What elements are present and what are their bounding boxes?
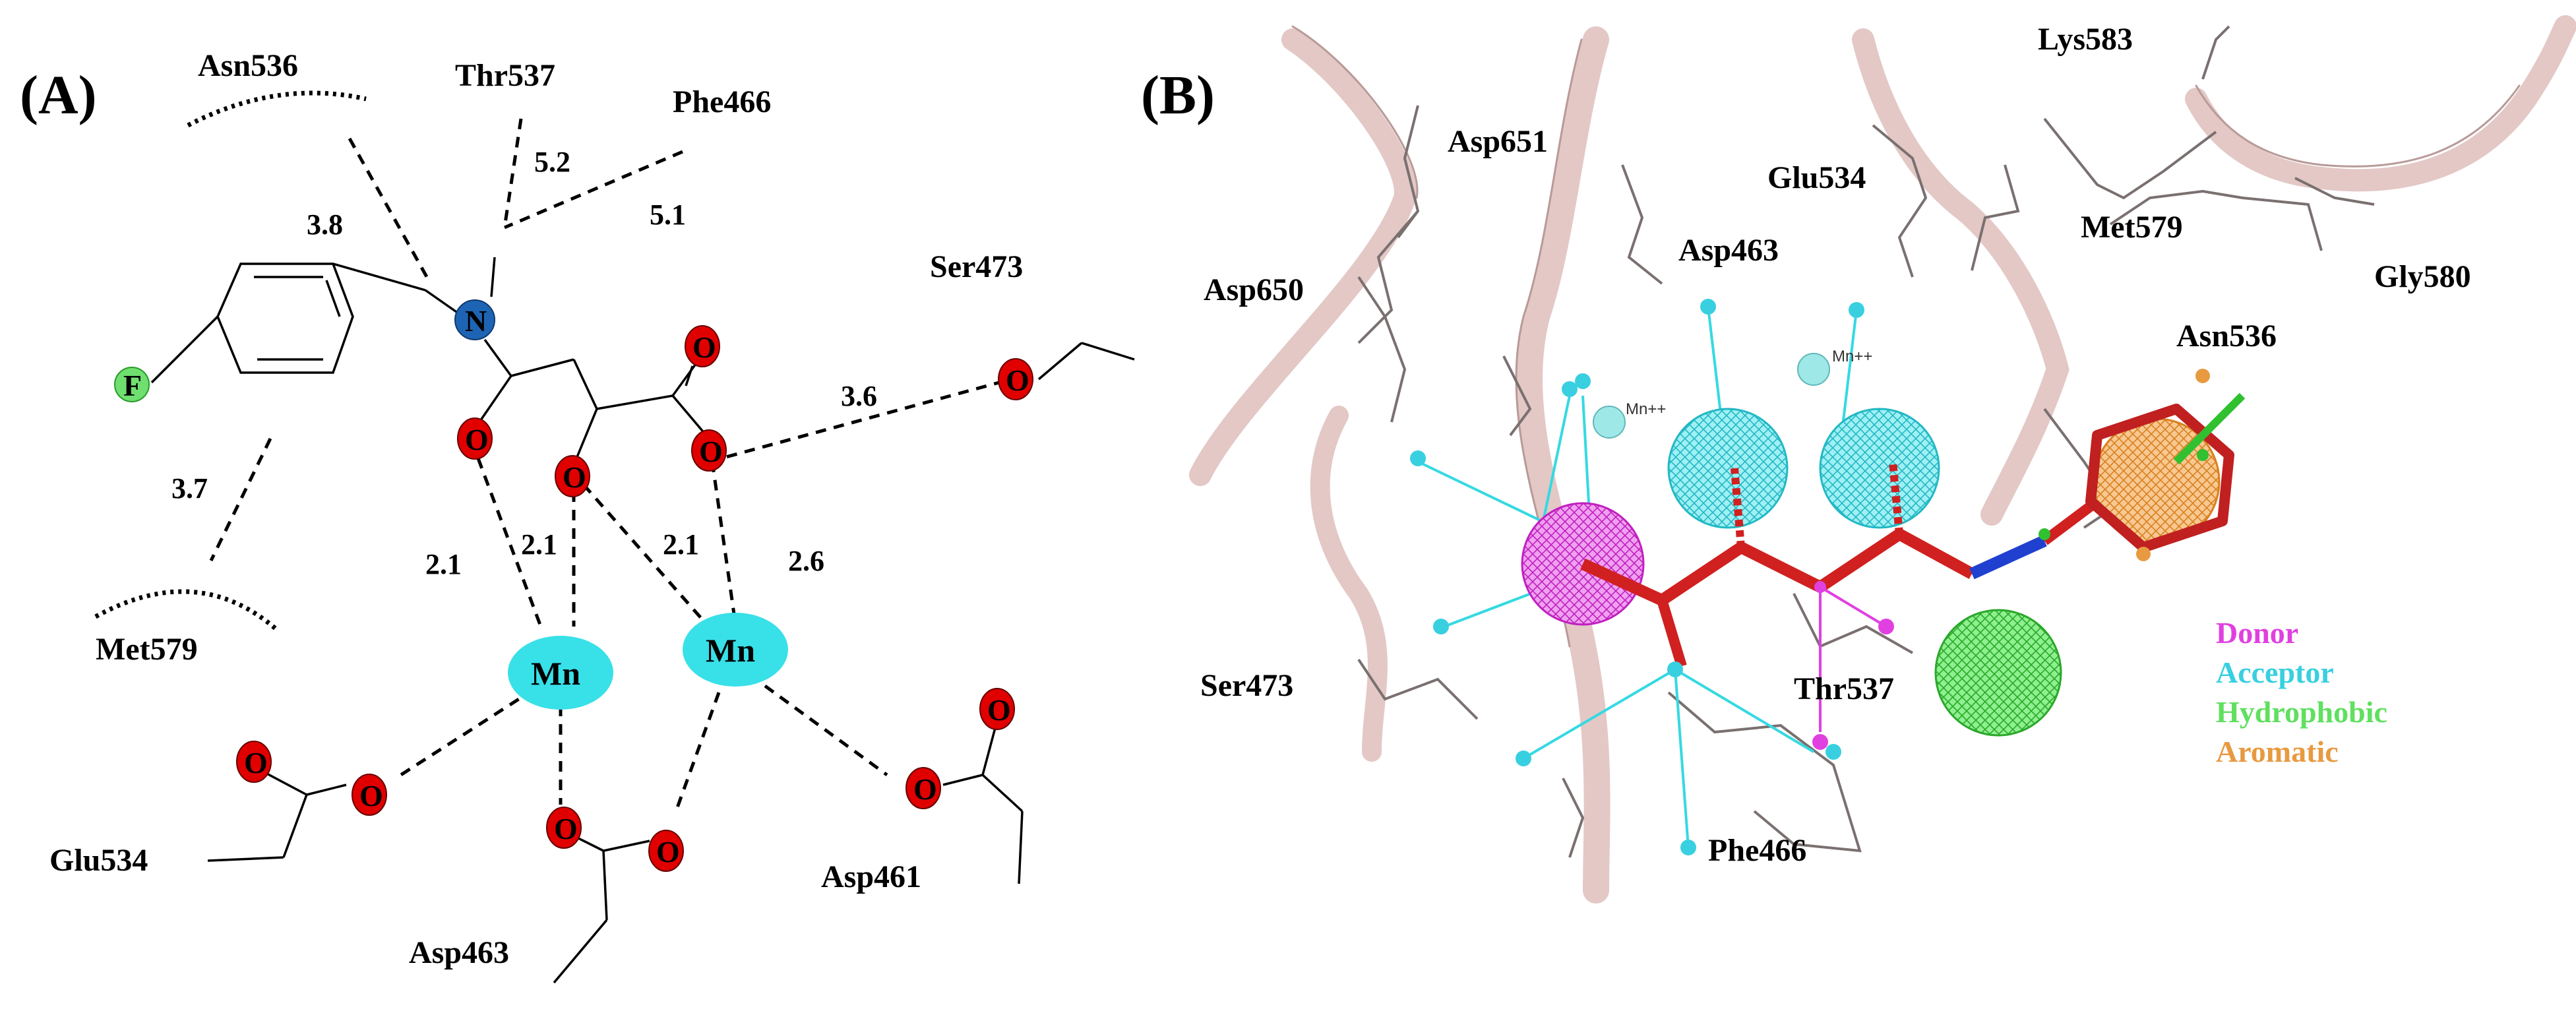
- fluorine-label: F: [123, 369, 142, 402]
- protein-ribbons: [1189, 15, 2576, 904]
- manganese-ion: Mn: [683, 613, 788, 687]
- distance-label: 2.1: [663, 528, 699, 561]
- oxygen-atom: O: [685, 325, 720, 367]
- atoms-a: F N O O O O O O O O O O O Mn: [114, 299, 1033, 872]
- oxygen-atom: O: [905, 767, 941, 809]
- svg-text:O: O: [1006, 363, 1029, 397]
- distance-label: 2.1: [425, 548, 462, 580]
- oxygen-atom: O: [352, 774, 387, 816]
- svg-text:O: O: [656, 835, 680, 869]
- residue-label-lys583: Lys583: [2038, 22, 2133, 57]
- oxygen-atom: O: [998, 358, 1033, 400]
- oxygen-atom: O: [979, 688, 1015, 730]
- oxygen-atom: O: [457, 417, 493, 460]
- oxygen-atoms: O O O O O O O O O O O: [236, 325, 1033, 872]
- residue-label-thr537: Thr537: [455, 58, 555, 93]
- svg-text:O: O: [987, 693, 1011, 727]
- residue-labels-b: Asp651 Asp650 Asp463 Glu534 Lys583 Met57…: [1200, 22, 2471, 868]
- oxygen-atom: O: [555, 455, 590, 497]
- oxygen-atom: O: [691, 429, 727, 472]
- panel-b: (B): [1141, 15, 2576, 904]
- residue-label-asp461: Asp461: [821, 859, 921, 894]
- legend-item-acceptor: Acceptor: [2216, 656, 2334, 689]
- distance-label: 5.1: [650, 199, 686, 231]
- svg-text:Mn++: Mn++: [1626, 400, 1666, 418]
- svg-text:O: O: [554, 812, 578, 846]
- residue-label-asn536: Asn536: [2176, 319, 2277, 354]
- distance-label: 3.8: [307, 208, 343, 241]
- residue-label-thr537: Thr537: [1794, 671, 1894, 706]
- legend-item-donor: Donor: [2216, 616, 2298, 650]
- residue-sidechains-a: [207, 725, 1024, 984]
- oxygen-atom: O: [648, 830, 684, 872]
- met579-contact-arc: [94, 589, 279, 632]
- panel-a: (A): [20, 48, 1135, 984]
- svg-text:O: O: [692, 330, 716, 364]
- svg-text:O: O: [913, 772, 937, 806]
- residue-label-gly580: Gly580: [2374, 259, 2471, 294]
- fluorine-atom: [114, 367, 150, 402]
- asn536-contact-arc: [187, 90, 367, 128]
- residue-label-asp651: Asp651: [1448, 124, 1548, 159]
- interaction-lines: [209, 118, 1000, 812]
- ligand-backbone: [474, 257, 1135, 466]
- residue-label-glu534: Glu534: [49, 843, 148, 878]
- residue-label-phe466: Phe466: [1708, 833, 1806, 868]
- legend-item-hydrophobic: Hydrophobic: [2216, 695, 2387, 729]
- hydrophobic-feature-sphere: [1934, 609, 2062, 737]
- residue-label-phe466: Phe466: [673, 84, 771, 119]
- svg-text:Mn++: Mn++: [1832, 348, 1872, 365]
- nitrogen-label: N: [465, 304, 487, 338]
- mn-ion: Mn++: [1593, 400, 1666, 439]
- distance-label: 2.6: [788, 545, 824, 577]
- residue-sticks: [1357, 25, 2375, 858]
- svg-text:O: O: [699, 435, 723, 468]
- acceptor-feature-sphere: [1819, 408, 1940, 529]
- ligand-sticks: [1580, 392, 2246, 732]
- residue-label-met579: Met579: [96, 632, 198, 667]
- distance-label: 2.1: [521, 528, 557, 561]
- residue-label-ser473: Ser473: [930, 249, 1023, 284]
- residue-label-glu534: Glu534: [1767, 160, 1866, 195]
- residue-label-asn536: Asn536: [198, 48, 298, 83]
- residue-label-asp650: Asp650: [1204, 272, 1304, 307]
- acceptor-feature-sphere: [1667, 408, 1789, 529]
- residue-label-asp463: Asp463: [1678, 233, 1779, 268]
- svg-text:O: O: [465, 423, 489, 456]
- svg-text:O: O: [563, 460, 586, 494]
- svg-text:O: O: [244, 746, 268, 780]
- oxygen-atom: O: [546, 807, 582, 849]
- panel-a-label: (A): [20, 65, 97, 126]
- residue-label-asp463: Asp463: [409, 935, 509, 970]
- fluorophenyl-ring: [150, 262, 460, 384]
- pharmacophore-legend: Donor Acceptor Hydrophobic Aromatic: [2216, 616, 2387, 768]
- distance-labels: 3.8 5.2 5.1 3.6 3.7 2.1 2.1 2.1 2.6: [171, 146, 877, 580]
- distance-label: 3.6: [841, 380, 877, 412]
- manganese-ion: Mn: [508, 636, 613, 710]
- distance-label: 3.7: [171, 472, 208, 505]
- nitrogen-atom: [454, 299, 495, 340]
- mn-ion: Mn++: [1797, 348, 1872, 386]
- distance-label: 5.2: [534, 146, 570, 178]
- svg-text:Mn: Mn: [706, 632, 755, 669]
- svg-text:O: O: [359, 779, 383, 813]
- residue-label-met579: Met579: [2081, 210, 2183, 245]
- residue-label-ser473: Ser473: [1200, 668, 1293, 703]
- svg-text:Mn: Mn: [531, 655, 580, 692]
- panel-b-label: (B): [1141, 65, 1215, 126]
- legend-item-aromatic: Aromatic: [2216, 735, 2339, 768]
- residue-labels-a: Asn536 Thr537 Phe466 Ser473 Met579 Glu53…: [49, 48, 1023, 970]
- oxygen-atom: O: [236, 741, 272, 783]
- feature-dots: [1410, 299, 2210, 855]
